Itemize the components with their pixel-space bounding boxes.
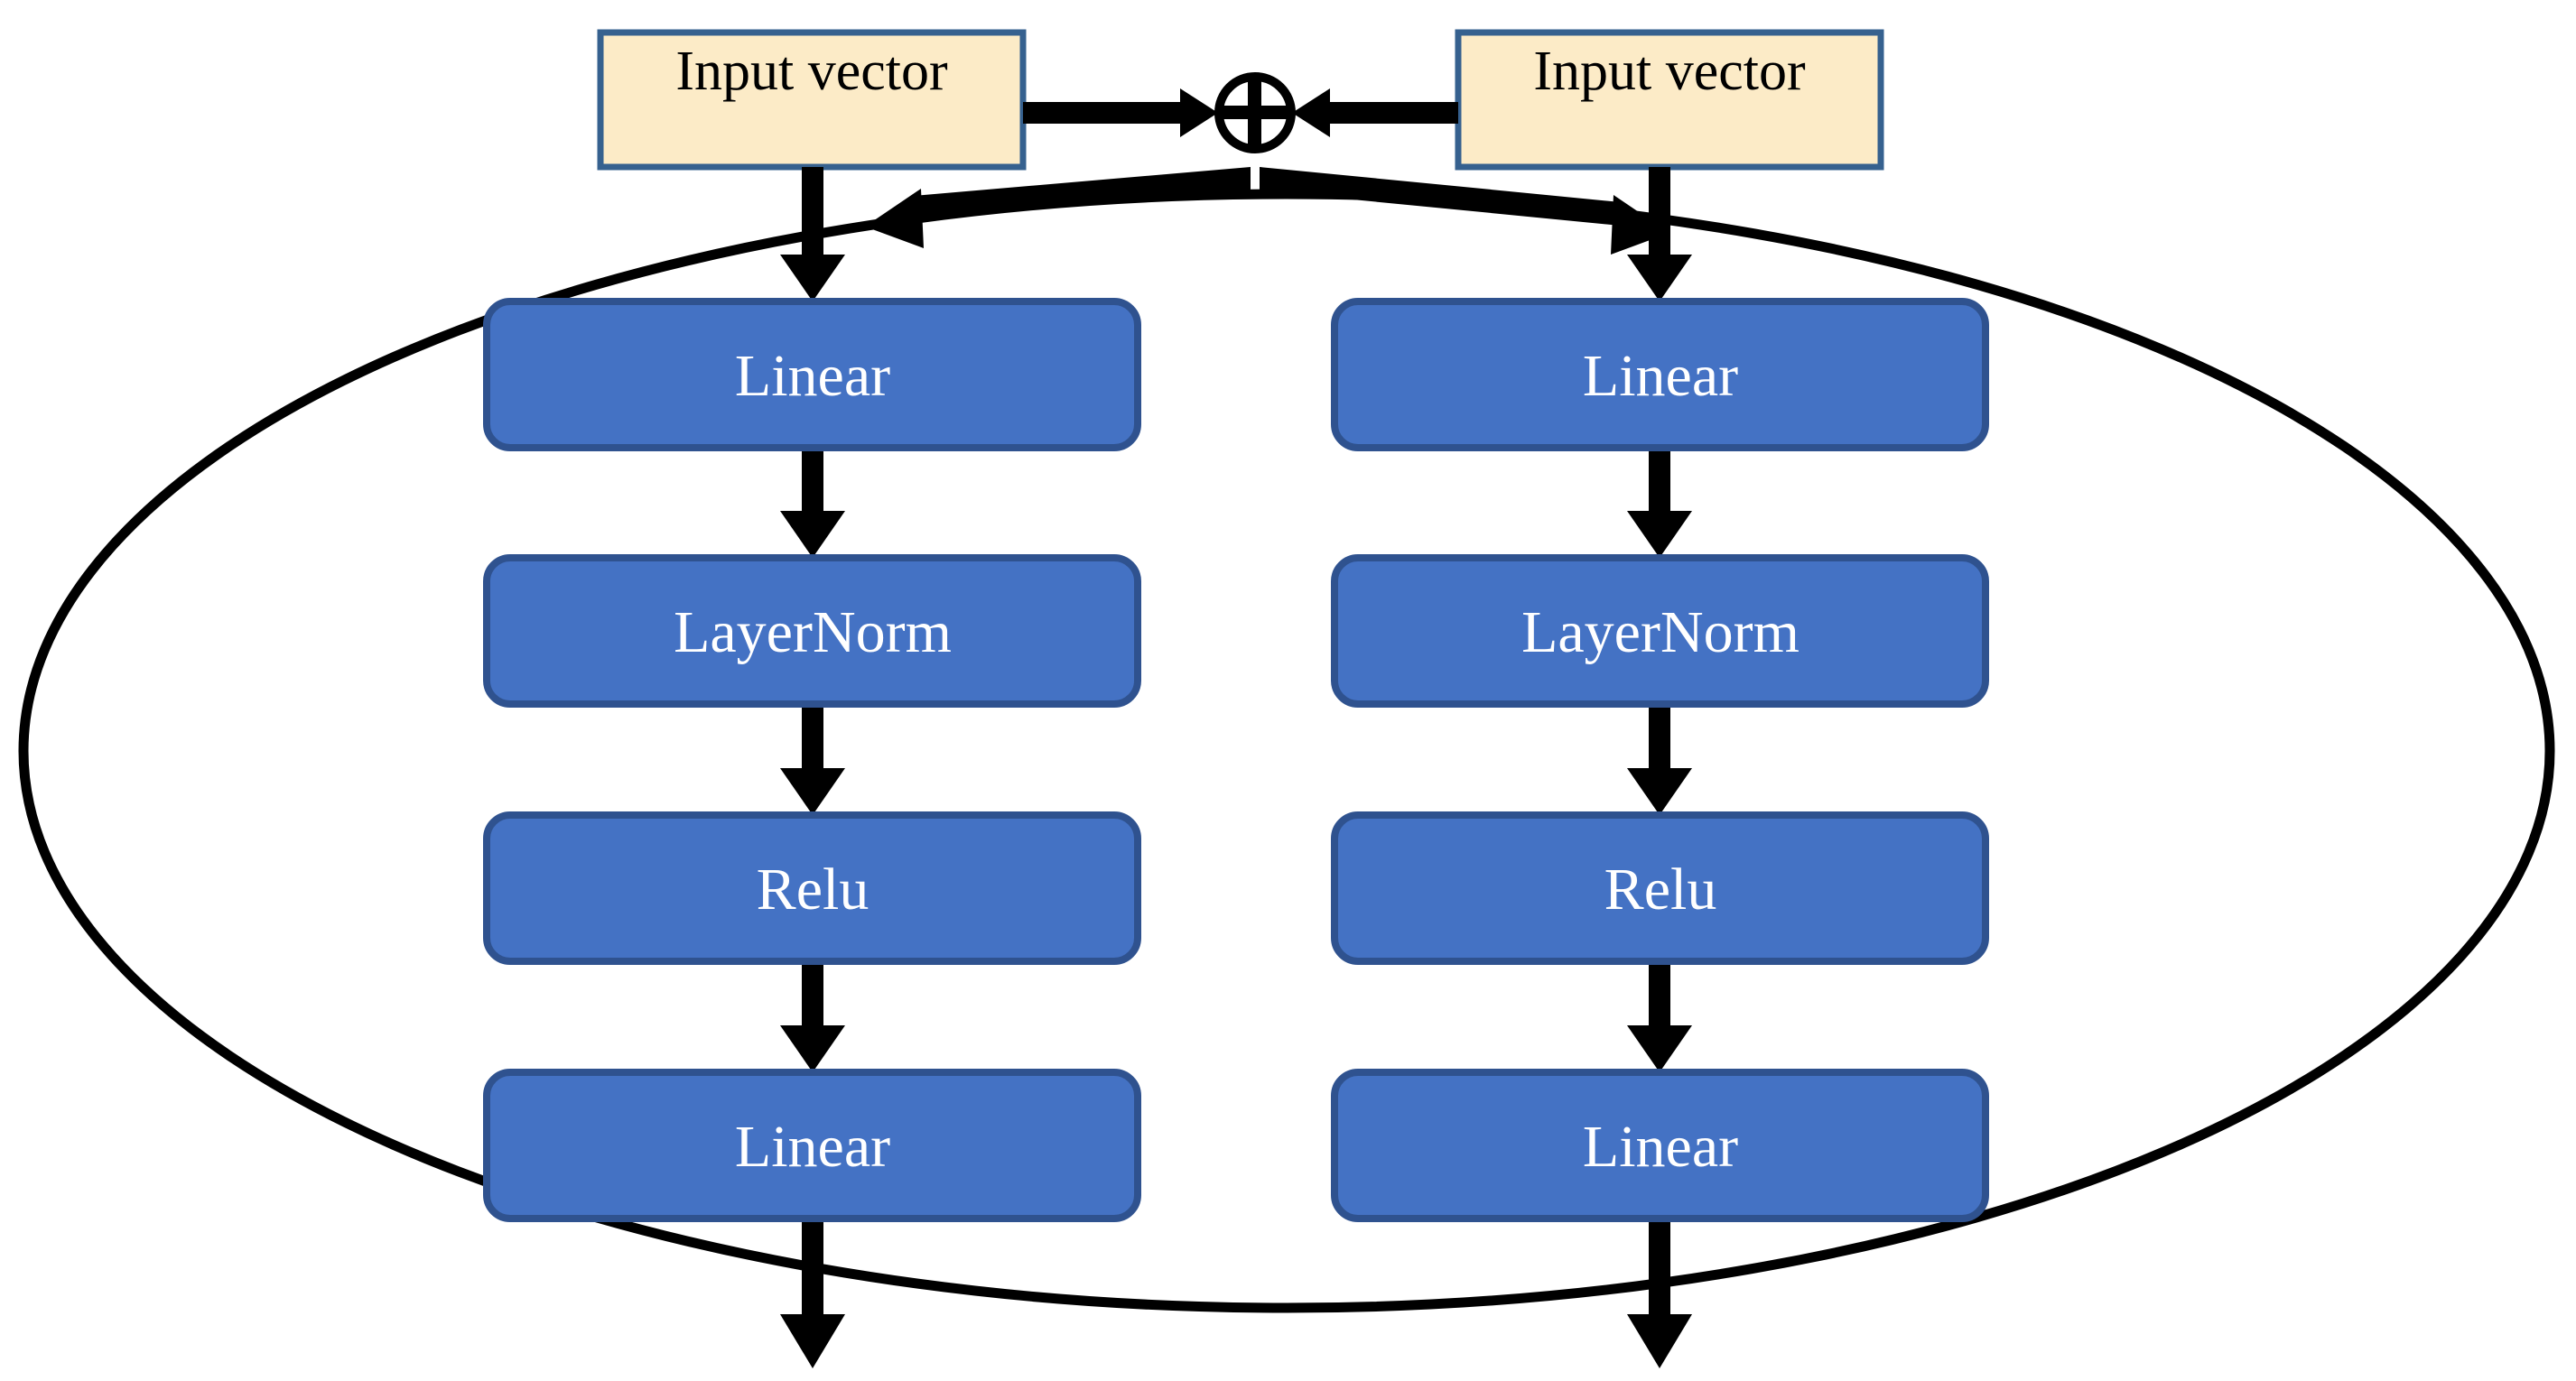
input-box-left-rect <box>597 29 1027 171</box>
connector-right-input-to-add <box>1292 88 1458 137</box>
connector-left-input-to-add <box>1023 88 1218 137</box>
input-box-left[interactable]: Input vector <box>597 29 1027 171</box>
connector-right-output-down <box>1627 1219 1692 1368</box>
layer-box-right-linear-2[interactable]: Linear <box>1331 1069 1989 1222</box>
input-box-right-rect <box>1455 29 1884 171</box>
connector-add-to-left-branch <box>865 167 1251 248</box>
layer-box-right-linear-1[interactable]: Linear <box>1331 298 1989 451</box>
layer-box-right-layernorm[interactable]: LayerNorm <box>1331 554 1989 708</box>
connector-right-linear1-to-layernorm <box>1627 448 1692 558</box>
layer-box-right-linear-2-rect <box>1331 1069 1989 1222</box>
layer-box-right-relu[interactable]: Relu <box>1331 811 1989 965</box>
layer-box-left-linear-1-rect <box>483 298 1141 451</box>
residual-skip-ellipse <box>18 189 2555 1313</box>
layer-box-right-relu-rect <box>1331 811 1989 965</box>
connector-left-layernorm-to-relu <box>780 704 845 815</box>
layer-box-left-linear-1[interactable]: Linear <box>483 298 1141 451</box>
connector-right-layernorm-to-relu <box>1627 704 1692 815</box>
layer-box-left-linear-2[interactable]: Linear <box>483 1069 1141 1222</box>
connector-right-input-down <box>1627 167 1692 301</box>
connector-right-relu-to-linear2 <box>1627 961 1692 1072</box>
layer-box-left-layernorm[interactable]: LayerNorm <box>483 554 1141 708</box>
connector-left-input-down <box>780 167 845 301</box>
connector-left-linear1-to-layernorm <box>780 448 845 558</box>
layer-box-left-relu-rect <box>483 811 1141 965</box>
layer-box-left-relu[interactable]: Relu <box>483 811 1141 965</box>
input-box-right[interactable]: Input vector <box>1455 29 1884 171</box>
connector-left-relu-to-linear2 <box>780 961 845 1072</box>
layer-box-left-layernorm-rect <box>483 554 1141 708</box>
layer-box-right-linear-1-rect <box>1331 298 1989 451</box>
add-operator[interactable] <box>1214 72 1296 153</box>
add-operator-plus-vertical <box>1248 76 1261 150</box>
layer-box-right-layernorm-rect <box>1331 554 1989 708</box>
connector-add-to-right-branch <box>1260 167 1669 255</box>
connector-left-output-down <box>780 1219 845 1368</box>
layer-box-left-linear-2-rect <box>483 1069 1141 1222</box>
